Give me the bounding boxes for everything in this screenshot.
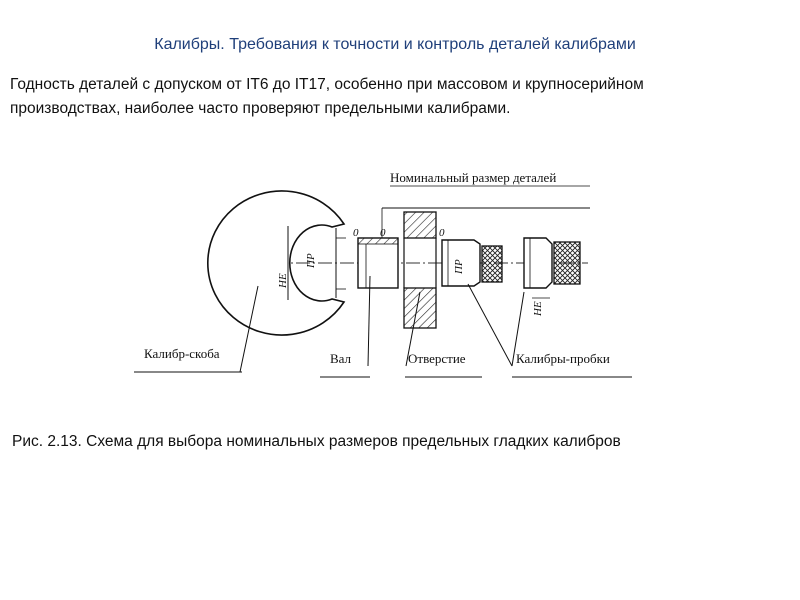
slide-title: Калибры. Требования к точности и контрол… — [154, 36, 636, 53]
go-plug-gauge — [441, 239, 481, 287]
leader-hole — [405, 291, 421, 367]
label-shaft: Вал — [330, 351, 352, 366]
shaft-zero-mark: 0 — [380, 227, 386, 239]
nominal-size-label: Номинальный размер деталей — [390, 170, 556, 185]
shaft-shape — [357, 237, 399, 289]
plug-go-mark: ПР — [453, 259, 465, 275]
snap-nogo-mark: НЕ — [277, 273, 289, 289]
body-paragraph: Годность деталей с допуском от IT6 до IT… — [10, 76, 644, 117]
label-plug-gauges: Калибры-пробки — [516, 351, 610, 366]
plug-nogo-mark: НЕ — [532, 301, 544, 317]
hole-part-upper — [403, 211, 437, 239]
nogo-plug-gauge — [523, 237, 553, 289]
label-hole: Отверстие — [408, 351, 466, 366]
leader-plug-go — [467, 283, 513, 367]
figure-caption: Рис. 2.13. Схема для выбора номинальных … — [12, 433, 621, 450]
leader-snap-gauge — [239, 285, 259, 373]
leader-plug-nogo — [511, 291, 525, 367]
nogo-plug-handle — [553, 241, 581, 285]
hole-zero-mark: 0 — [439, 227, 445, 239]
label-snap-gauge: Калибр-скоба — [144, 346, 220, 361]
snap-go-mark: ПР — [305, 253, 317, 269]
snap-zero-mark: 0 — [353, 227, 359, 239]
snap-gauge-shape — [206, 190, 346, 336]
go-plug-handle — [481, 245, 503, 283]
gauge-diagram: ПР НЕ 0 0 Номинальный размер деталей 0 П… — [120, 168, 640, 383]
leader-shaft — [367, 275, 371, 367]
